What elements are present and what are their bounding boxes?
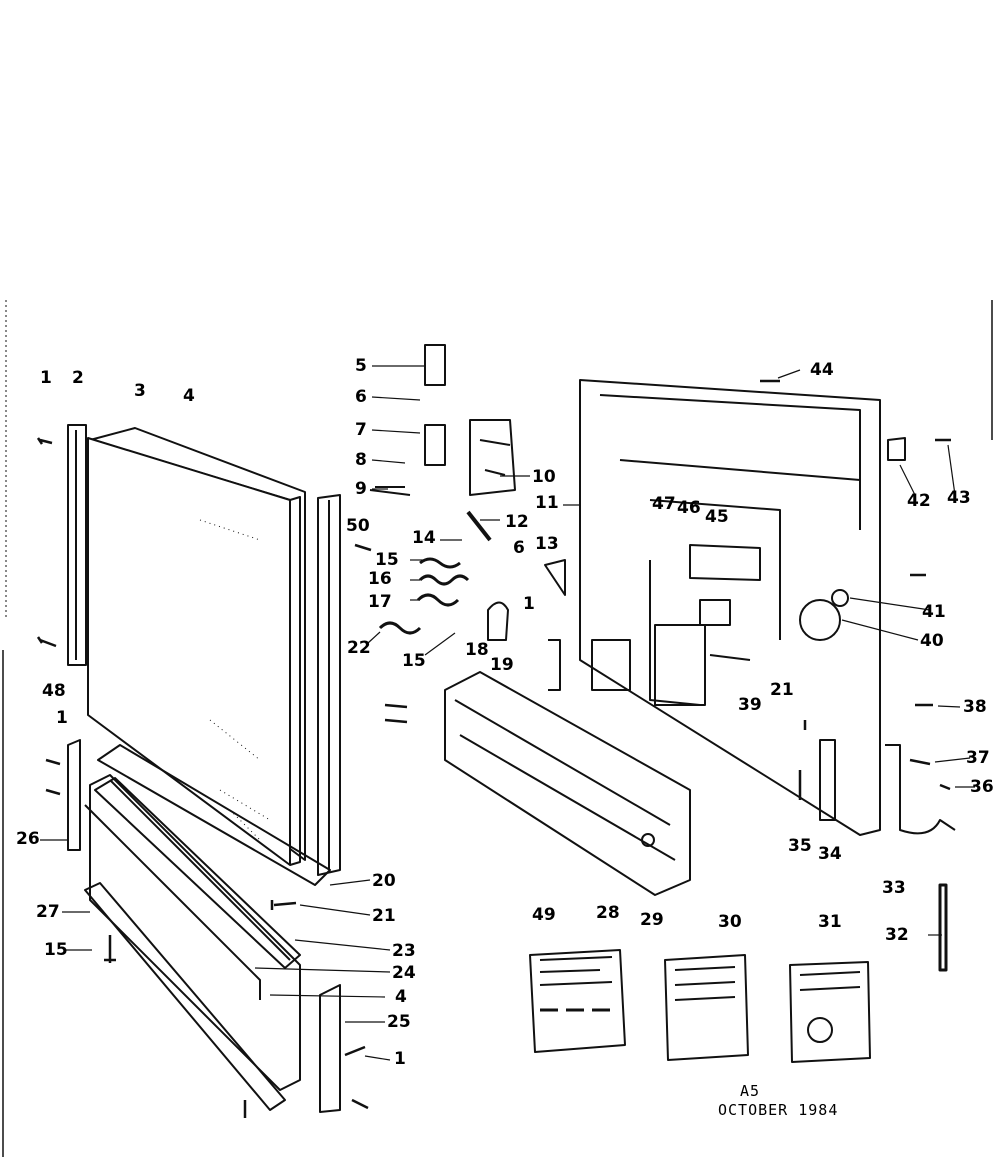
callout-6b: 6 <box>513 538 525 558</box>
callout-1c: 1 <box>394 1049 406 1069</box>
callout-24: 24 <box>392 963 416 983</box>
callout-38: 38 <box>963 697 987 717</box>
lower-front-panel <box>85 775 300 1090</box>
bumper <box>888 438 905 460</box>
footer-date: OCTOBER 1984 <box>718 1101 839 1119</box>
springs <box>380 559 468 633</box>
callout-29: 29 <box>640 910 664 930</box>
leader-lines <box>40 366 975 1060</box>
cam-part <box>545 560 565 595</box>
callout-21: 21 <box>770 680 794 700</box>
callout-23: 23 <box>392 941 416 961</box>
actuator-rod <box>468 512 490 540</box>
callout-41: 41 <box>922 602 946 622</box>
callout-40: 40 <box>920 631 944 651</box>
callout-7: 7 <box>355 420 367 440</box>
rinse-aid-dispenser <box>800 600 840 640</box>
callout-20: 20 <box>372 871 396 891</box>
dispenser-spring <box>710 655 750 660</box>
callout-1b: 1 <box>523 594 535 614</box>
callout-46: 46 <box>677 498 701 518</box>
dispenser-cap <box>832 590 848 606</box>
callout-39: 39 <box>738 695 762 715</box>
callout-3: 3 <box>134 381 146 401</box>
detergent-dispenser <box>690 545 760 625</box>
callout-44: 44 <box>810 360 834 380</box>
callout-5: 5 <box>355 356 367 376</box>
callout-12: 12 <box>505 512 529 532</box>
screws <box>38 381 951 1118</box>
callout-33: 33 <box>882 878 906 898</box>
callout-34: 34 <box>818 844 842 864</box>
footer-code: A5 <box>740 1082 761 1100</box>
callout-11: 11 <box>535 493 559 513</box>
side-trim-strip-right <box>318 495 340 875</box>
lower-left-trim <box>68 740 80 850</box>
callout-42: 42 <box>907 491 931 511</box>
hinge-arm <box>548 640 560 690</box>
inner-door-liner <box>580 380 880 835</box>
callout-26: 26 <box>16 829 40 849</box>
callout-28: 28 <box>596 903 620 923</box>
callout-1d: 1 <box>56 708 68 728</box>
spring-clip <box>370 487 410 495</box>
callout-14: 14 <box>412 528 436 548</box>
lower-side-trim <box>320 985 340 1112</box>
callout-27: 27 <box>36 902 60 922</box>
callout-22: 22 <box>347 638 371 658</box>
callout-17: 17 <box>368 592 392 612</box>
callout-10: 10 <box>532 467 556 487</box>
callout-4: 4 <box>183 386 195 406</box>
owner-manual-2 <box>665 955 748 1060</box>
callout-45: 45 <box>705 507 729 527</box>
callout-36: 36 <box>970 777 994 797</box>
latch-keeper <box>820 740 835 820</box>
callout-16: 16 <box>368 569 392 589</box>
callout-21b: 21 <box>372 906 396 926</box>
callout-35: 35 <box>788 836 812 856</box>
callout-31: 31 <box>818 912 842 932</box>
hose-clamp <box>488 603 508 641</box>
callout-50: 50 <box>346 516 370 536</box>
callout-2: 2 <box>72 368 84 388</box>
callout-49: 49 <box>532 905 556 925</box>
callout-32: 32 <box>885 925 909 945</box>
dispenser-cover <box>655 625 705 705</box>
callout-15c: 15 <box>44 940 68 960</box>
door-gasket-strip <box>940 885 946 970</box>
callout-15b: 15 <box>402 651 426 671</box>
callout-8: 8 <box>355 450 367 470</box>
owner-manual-3 <box>790 962 870 1062</box>
hinge-plate <box>592 640 630 690</box>
callout-48: 48 <box>42 681 66 701</box>
door-hinge <box>885 745 955 833</box>
callout-37: 37 <box>966 748 990 768</box>
owner-manual-1 <box>530 950 625 1052</box>
callout-30: 30 <box>718 912 742 932</box>
callout-19: 19 <box>490 655 514 675</box>
mounting-nut <box>642 834 654 846</box>
latch-assembly <box>425 420 515 495</box>
callout-25: 25 <box>387 1012 411 1032</box>
hinge-bracket <box>425 345 445 385</box>
callout-9: 9 <box>355 479 367 499</box>
callout-13: 13 <box>535 534 559 554</box>
callout-43: 43 <box>947 488 971 508</box>
lower-trim-bars <box>85 745 330 1110</box>
callout-4b: 4 <box>395 987 407 1007</box>
callout-6: 6 <box>355 387 367 407</box>
callout-15: 15 <box>375 550 399 570</box>
door-panel-front <box>88 438 300 865</box>
callout-18: 18 <box>465 640 489 660</box>
callout-1: 1 <box>40 368 52 388</box>
callout-47: 47 <box>652 494 676 514</box>
side-trim-strip-left <box>68 425 86 665</box>
toe-panel <box>445 672 690 895</box>
